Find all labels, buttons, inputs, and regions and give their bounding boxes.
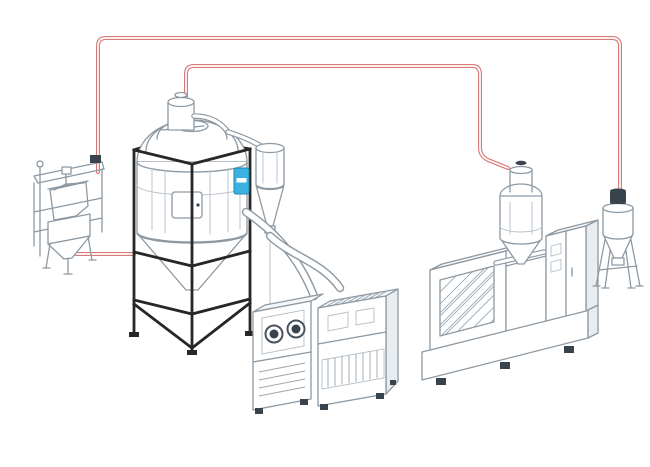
machine-hopper-receiver (499, 160, 543, 265)
loader-cap-top (610, 188, 626, 194)
receiver-lid (499, 183, 543, 197)
machine-foot (564, 346, 574, 353)
cabinet-foot (320, 404, 328, 410)
cyclone-lid (255, 142, 285, 154)
hopper-access-door (171, 191, 203, 219)
door-handle (196, 203, 200, 207)
bulk-bag (47, 180, 89, 221)
loader-cap (515, 160, 527, 166)
dryer-control-cabinet (252, 293, 324, 414)
stand-foot (187, 350, 197, 355)
stand-brace (132, 302, 194, 350)
cabinet-foot (255, 408, 263, 414)
cabinet-side (585, 219, 599, 312)
front-panel (355, 307, 375, 326)
gauge (264, 324, 284, 344)
front-panel (327, 311, 349, 332)
hoist-trolley (61, 166, 72, 175)
receiver-lid (602, 202, 634, 214)
receiver-body (602, 207, 634, 240)
cabinet-front (317, 295, 387, 407)
receiver-band (499, 225, 543, 233)
cabinet-foot (390, 380, 396, 385)
receiver-outlet (611, 257, 625, 266)
dehumidifying-dryer (252, 288, 399, 414)
injection-housing (505, 255, 547, 332)
top-grille (325, 290, 388, 307)
valve-band (236, 178, 247, 183)
cabinet-foot (376, 393, 384, 399)
loader-cap (610, 191, 626, 204)
cyclone-cone (255, 184, 285, 227)
door-vent (550, 242, 562, 257)
station-hopper-cone (47, 235, 91, 260)
clamp-unit (429, 244, 519, 351)
front-divider (317, 331, 387, 345)
cabinet-foot (300, 399, 308, 405)
cabinet-front (252, 300, 312, 411)
front-vents (258, 362, 306, 397)
cabinet-side (385, 288, 399, 395)
station-motor (90, 155, 101, 163)
blower-outlet-tube-core (192, 114, 230, 134)
injection-molding-machine (421, 160, 599, 385)
hopper-stand-front (129, 147, 255, 355)
gauge-panel (261, 309, 305, 355)
power-cabinet (545, 219, 599, 322)
blower-cap (174, 91, 188, 99)
remote-hopper-receiver (592, 188, 644, 289)
stand-foot (129, 332, 139, 337)
stand-beam (132, 297, 252, 316)
front-louvers (321, 348, 385, 390)
loader-top (509, 165, 533, 175)
cyclone-body (255, 147, 285, 190)
receiver-loader (509, 169, 533, 193)
door-vent (550, 258, 562, 273)
pipe-main-loop-core (97, 37, 621, 197)
machine-foot (500, 362, 510, 369)
big-bag-unloading-station (33, 155, 105, 275)
stand-brace (190, 301, 252, 350)
stand-foot (245, 331, 255, 336)
station-legs (42, 235, 97, 275)
gauge (286, 319, 306, 339)
receiver-stand (592, 239, 644, 289)
dryer-main-cabinet (317, 288, 399, 410)
front-divider (252, 351, 312, 363)
stand-beam (132, 249, 252, 268)
machine-foot (436, 378, 446, 385)
process-air-hoses (241, 207, 345, 301)
air-hose-core (267, 233, 343, 291)
receiver-body (499, 195, 543, 245)
hoist-pulley (36, 160, 44, 168)
pipe-hopper-to-machine-core (185, 65, 509, 169)
slide-valve (233, 167, 250, 195)
